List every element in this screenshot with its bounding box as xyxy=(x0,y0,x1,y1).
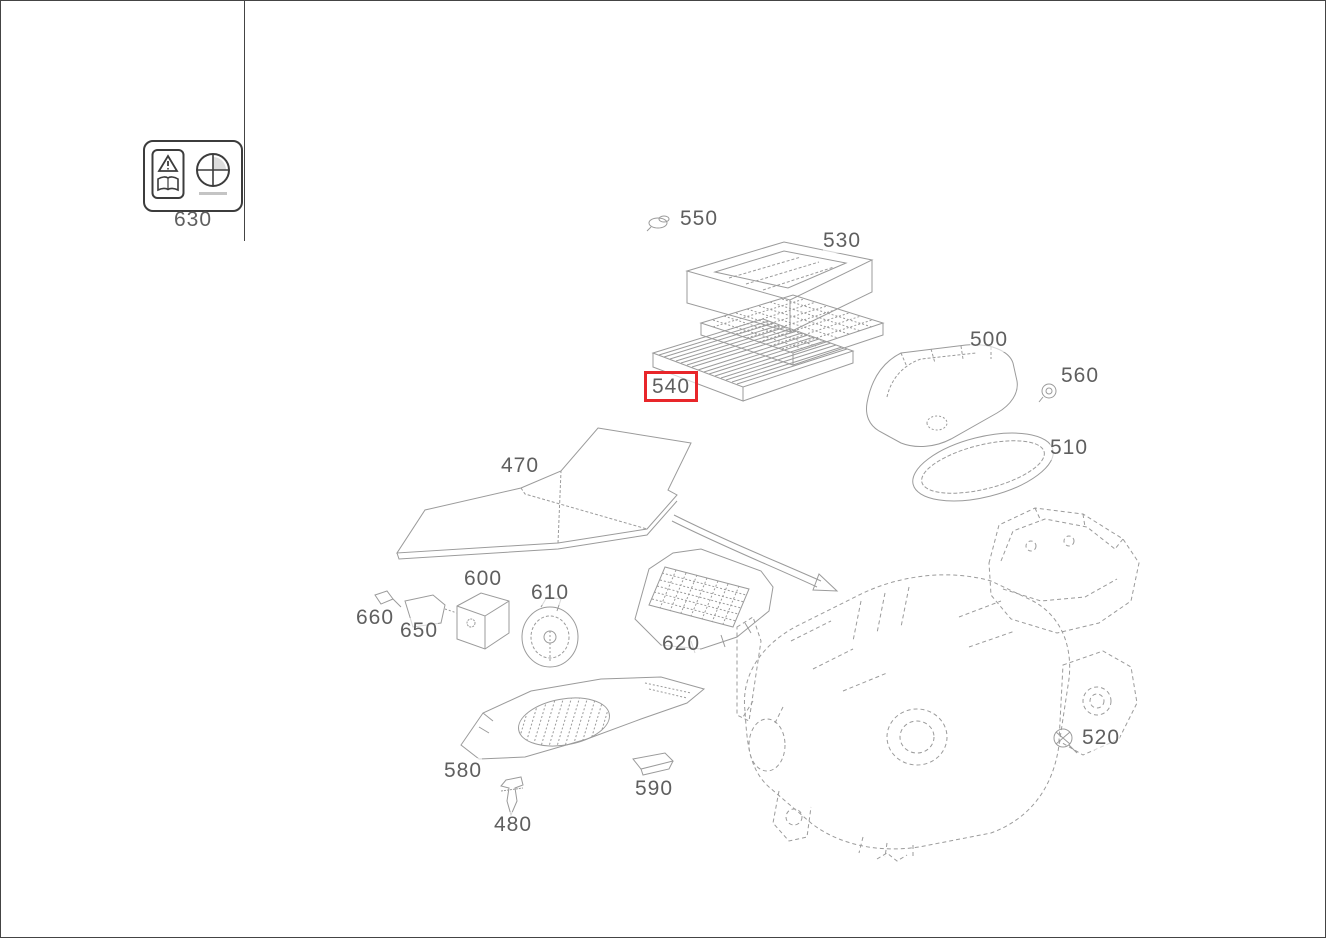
filter-cover-530-drawing xyxy=(685,241,885,366)
part-label-540-selected[interactable]: 540 xyxy=(644,371,699,403)
part-label-560[interactable]: 560 xyxy=(1061,363,1100,389)
part-label-520[interactable]: 520 xyxy=(1082,725,1121,751)
filter-element-540-drawing xyxy=(651,318,855,402)
grommet-560-drawing xyxy=(1038,383,1057,403)
frame-divider xyxy=(244,1,245,241)
direction-arrow xyxy=(671,514,839,592)
insulation-panel-470-drawing xyxy=(396,427,692,560)
part-label-510[interactable]: 510 xyxy=(1050,435,1089,461)
part-600-drawing xyxy=(456,592,510,650)
panel-580-drawing xyxy=(460,676,706,760)
actuator-610-drawing xyxy=(521,596,579,668)
part-label-630[interactable]: 630 xyxy=(173,208,213,231)
part-label-500[interactable]: 500 xyxy=(970,327,1009,353)
part-label-610[interactable]: 610 xyxy=(531,580,570,606)
screw-520-drawing xyxy=(1053,728,1078,754)
housing-500-drawing xyxy=(866,344,1018,447)
part-label-650[interactable]: 650 xyxy=(400,618,439,644)
part-label-620[interactable]: 620 xyxy=(662,631,701,657)
cover-620-drawing xyxy=(634,548,774,654)
operator-manual-warning-icon xyxy=(151,148,185,205)
crosshair-symbol-icon xyxy=(190,148,236,205)
part-label-470[interactable]: 470 xyxy=(501,453,540,479)
legend-symbol-box xyxy=(143,140,243,212)
part-label-660[interactable]: 660 xyxy=(356,605,395,631)
part-label-590[interactable]: 590 xyxy=(635,776,674,802)
part-label-600[interactable]: 600 xyxy=(464,566,503,592)
part-label-550[interactable]: 550 xyxy=(680,206,719,232)
part-label-530[interactable]: 530 xyxy=(823,228,862,254)
part-660-drawing xyxy=(374,590,402,608)
clip-550-drawing xyxy=(646,215,670,232)
clip-590-drawing xyxy=(632,752,674,776)
seal-510-drawing xyxy=(912,432,1054,502)
clip-480-drawing xyxy=(500,776,524,817)
part-label-480[interactable]: 480 xyxy=(494,812,533,838)
part-label-580[interactable]: 580 xyxy=(444,758,483,784)
main-housing-drawing xyxy=(736,507,1140,862)
